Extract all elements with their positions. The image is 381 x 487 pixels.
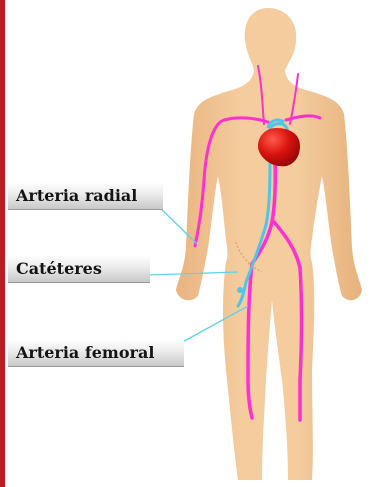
label-arteria-radial: Arteria radial <box>8 182 163 210</box>
label-cateteres: Catéteres <box>8 255 150 283</box>
label-arteria-femoral: Arteria femoral <box>8 339 184 367</box>
human-silhouette-icon <box>176 8 362 480</box>
